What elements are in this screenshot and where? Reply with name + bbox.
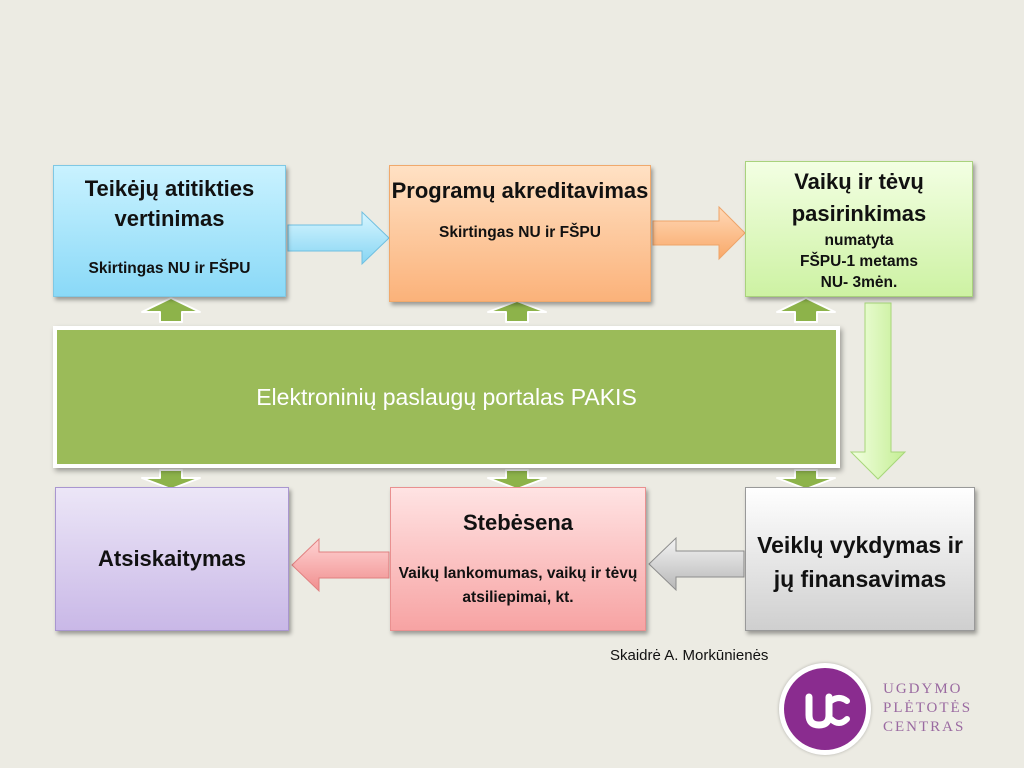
- box-title: Veiklų vykdymas ir jų finansavimas: [757, 532, 963, 592]
- double-arrow-portal-stebesena: [487, 469, 547, 490]
- box-note: Skirtingas NU ir FŠPU: [88, 260, 251, 277]
- box-title: Vaikų ir tėvų pasirinkimas: [791, 169, 927, 226]
- double-arrow-portal-veiklu: [776, 469, 836, 490]
- arrow-stebesena-to-atsiskaitymas: [291, 537, 390, 593]
- box-note: Skirtingas NU ir FŠPU: [439, 224, 601, 241]
- logo-wordmark: UGDYMO PLĖTOTĖS CENTRAS: [883, 680, 972, 737]
- double-arrow-portal-vaiku: [776, 297, 836, 323]
- box-note-numatyta: numatyta: [824, 232, 894, 249]
- box-title: Stebėsena: [462, 510, 574, 535]
- box-programu-akreditavimas: Programų akreditavimas Skirtingas NU ir …: [389, 165, 651, 302]
- logo-line-1: UGDYMO: [883, 681, 963, 697]
- arrow-teikeju-to-programu: [287, 210, 390, 266]
- arrow-vaiku-to-veiklu: [849, 302, 907, 480]
- box-vaiku-pasirinkimas: Vaikų ir tėvų pasirinkimas numatyta FŠPU…: [745, 161, 973, 297]
- box-teikeju-vertinimas: Teikėjų atitikties vertinimas Skirtingas…: [53, 165, 286, 297]
- slide-credit: Skaidrė A. Morkūnienės: [610, 647, 769, 664]
- box-note-nu: NU- 3mėn.: [820, 274, 898, 291]
- arrow-programu-to-vaiku: [652, 205, 746, 261]
- box-pakis-portal: Elektroninių paslaugų portalas PAKIS: [53, 326, 840, 468]
- logo-line-3: CENTRAS: [883, 719, 966, 735]
- logo-line-2: PLĖTOTĖS: [883, 700, 973, 716]
- upc-monogram-icon: [805, 693, 850, 729]
- box-title: Teikėjų atitikties vertinimas: [84, 176, 255, 231]
- box-veiklu-vykdymas: Veiklų vykdymas ir jų finansavimas: [745, 487, 975, 631]
- box-note: Vaikų lankomumas, vaikų ir tėvų atsiliep…: [398, 565, 638, 606]
- box-stebesena: Stebėsena Vaikų lankomumas, vaikų ir tėv…: [390, 487, 646, 631]
- box-title: Programų akreditavimas: [391, 178, 649, 203]
- double-arrow-portal-atsiskaitymas: [141, 469, 201, 490]
- box-title: Atsiskaitymas: [98, 546, 246, 571]
- double-arrow-portal-programu: [487, 300, 547, 323]
- box-note-fspu: FŠPU-1 metams: [799, 253, 918, 270]
- box-title: Elektroninių paslaugų portalas PAKIS: [256, 384, 637, 410]
- box-atsiskaitymas: Atsiskaitymas: [55, 487, 289, 631]
- double-arrow-portal-teikeju: [141, 297, 201, 323]
- upc-logo-icon: [779, 663, 871, 755]
- arrow-veiklu-to-stebesena: [648, 536, 745, 592]
